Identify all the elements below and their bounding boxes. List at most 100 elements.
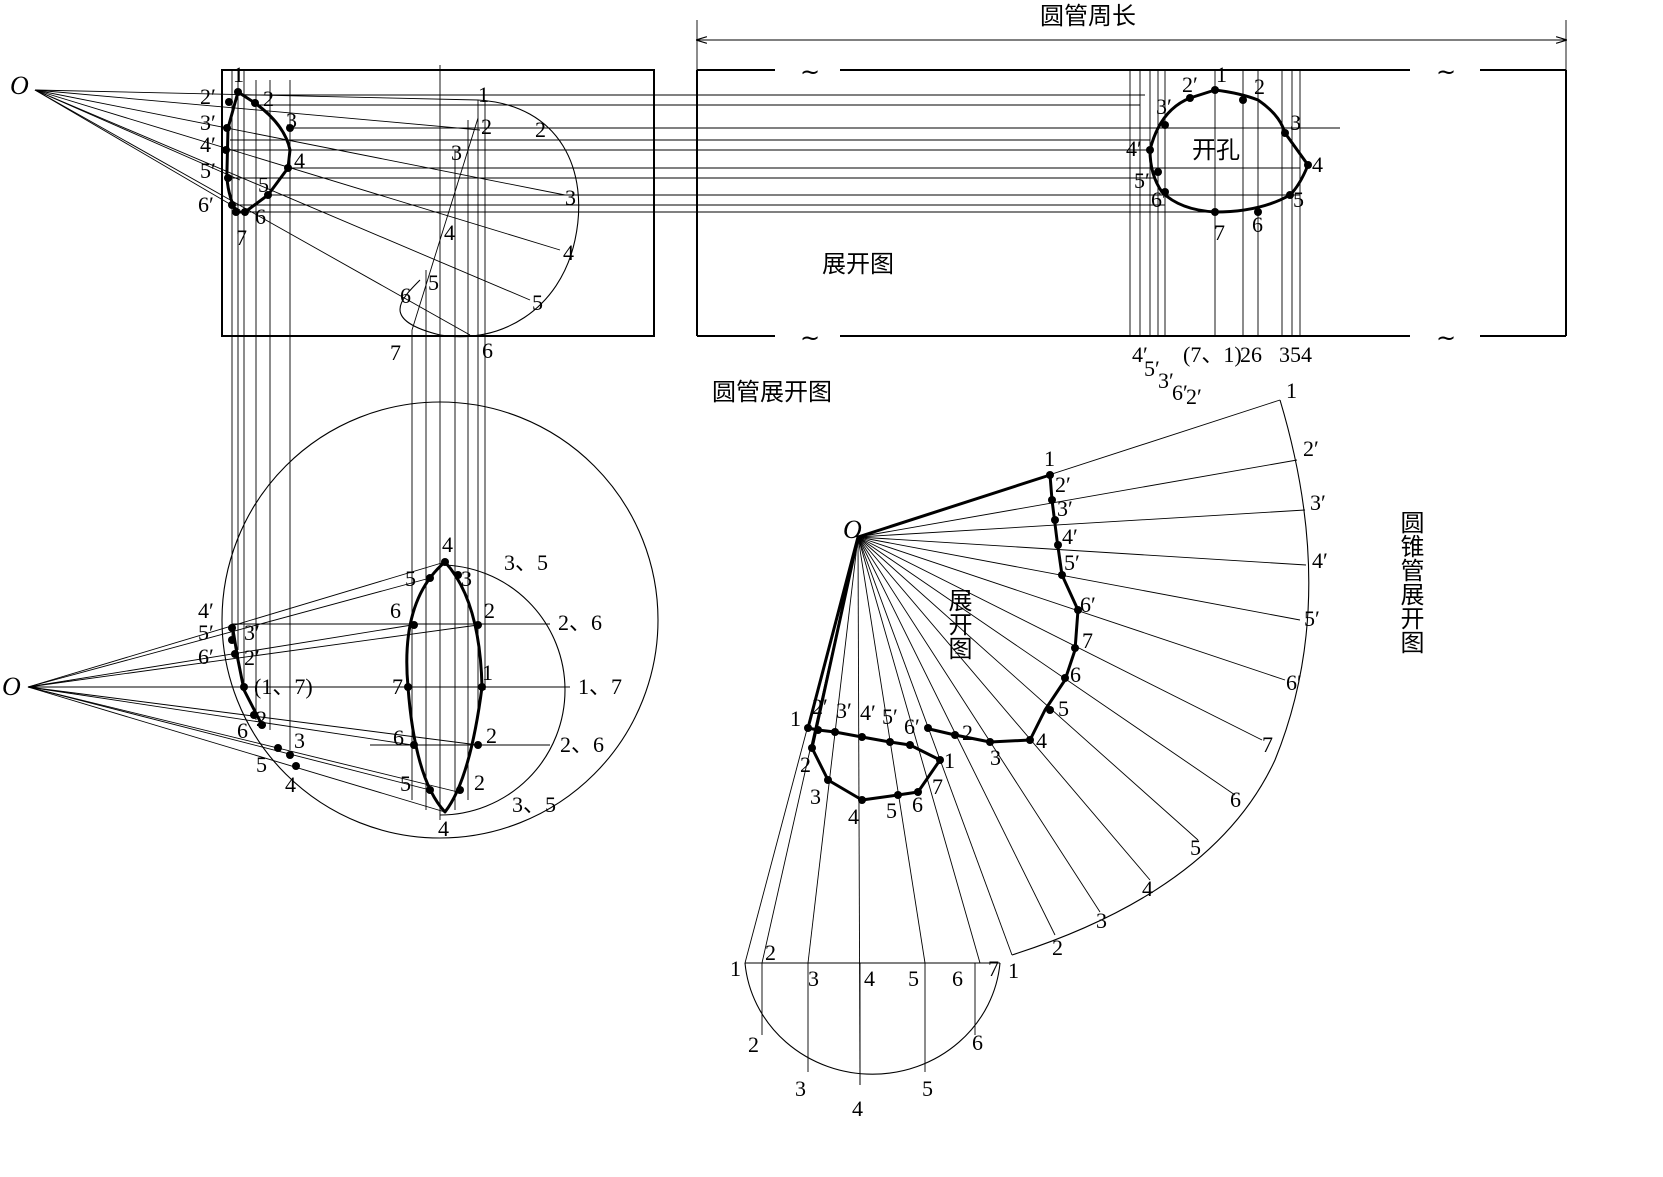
top-left-view: O 1 2′ 2 3′ 3 4′ 4 5′ 5 6′ 6 7 1 2 2 3 3… [10,62,1340,820]
svg-text:1: 1 [1286,378,1297,403]
svg-text:1: 1 [478,82,489,107]
svg-text:4: 4 [563,240,574,265]
svg-text:3′: 3′ [1158,368,1174,393]
svg-text:4′: 4′ [1126,136,1142,161]
svg-text:2′: 2′ [1303,436,1319,461]
svg-text:5: 5 [886,798,897,823]
svg-text:4: 4 [442,532,453,557]
cone-development: O 展开图 圆锥管展开图 1 2′ 3′ 4′ 5′ 6′ 7 6 5 4 3 … [730,378,1424,1121]
svg-text:1: 1 [1044,446,1055,471]
break-mark: ~ [1436,324,1456,352]
curve-points-top [222,88,294,216]
svg-text:1: 1 [944,748,955,773]
side-view: O 4 5 3 3、5 6 2 2、6 7 1 1、7 6 2 2、6 5 2 … [2,401,659,841]
oblique-line [411,117,479,331]
projection-lines-vertical [231,65,486,820]
svg-text:3、5: 3、5 [504,550,548,575]
svg-text:2、6: 2、6 [558,610,602,635]
svg-text:2: 2 [962,720,973,745]
pipe-circumference-caption: 圆管周长 [1040,2,1136,30]
svg-text:4: 4 [438,816,449,841]
svg-text:1: 1 [730,956,741,981]
svg-text:5: 5 [1293,187,1304,212]
outer-circle [221,401,659,839]
svg-text:6: 6 [1252,212,1263,237]
intersection-lens [405,560,484,814]
svg-text:2′: 2′ [812,694,828,719]
svg-text:4′: 4′ [200,132,216,157]
svg-text:1: 1 [482,660,493,685]
svg-text:1: 1 [1216,62,1227,87]
svg-text:2′: 2′ [244,645,260,670]
svg-text:3: 3 [451,140,462,165]
svg-text:5: 5 [908,966,919,991]
unfold-caption: 展开图 [822,250,894,278]
svg-text:2: 2 [474,770,485,795]
pipe-section-arc [399,99,580,338]
svg-text:6: 6 [482,338,493,363]
svg-text:6′: 6′ [904,714,920,739]
svg-text:6′: 6′ [198,644,214,669]
svg-text:2: 2 [800,752,811,777]
svg-text:2: 2 [486,723,497,748]
hole-caption: 开孔 [1192,136,1240,164]
base-verticals [761,963,976,1085]
cone-fan-rays [744,399,1307,1086]
svg-text:7: 7 [390,340,401,365]
hole-points [1146,86,1312,216]
svg-text:5′: 5′ [1304,606,1320,631]
svg-text:3: 3 [294,728,305,753]
svg-text:6: 6 [912,792,923,817]
svg-text:(7、1): (7、1) [1183,342,1242,367]
svg-text:6: 6 [1230,787,1241,812]
svg-text:7: 7 [932,774,943,799]
svg-text:6: 6 [400,283,411,308]
svg-text:2′: 2′ [1055,472,1071,497]
svg-text:1、7: 1、7 [578,674,622,699]
svg-text:2: 2 [765,940,776,965]
svg-text:5: 5 [428,270,439,295]
svg-text:3′: 3′ [200,110,216,135]
svg-text:4: 4 [848,804,859,829]
svg-text:7: 7 [392,674,403,699]
svg-text:6′: 6′ [1080,592,1096,617]
inner-arc [439,564,566,816]
svg-text:7: 7 [988,956,999,981]
svg-text:7: 7 [1082,628,1093,653]
svg-text:5′: 5′ [198,620,214,645]
svg-text:3′: 3′ [1057,496,1073,521]
cone-rays-top [34,89,566,336]
svg-text:3: 3 [990,745,1001,770]
svg-text:3: 3 [286,108,297,133]
labels-side-view: 4 5 3 3、5 6 2 2、6 7 1 1、7 6 2 2、6 5 2 3、… [198,532,622,841]
svg-text:2: 2 [748,1032,759,1057]
svg-text:4: 4 [864,966,875,991]
pipe-development: 圆管周长 ~ ~ ~ ~ 开孔 [697,2,1566,409]
svg-text:5: 5 [400,771,411,796]
labels-cone-outer: 1 2′ 3′ 4′ 5′ 6′ 7 6 5 4 3 2 1 [1008,378,1328,983]
svg-text:6: 6 [952,966,963,991]
side-view-points [228,558,486,794]
svg-text:5: 5 [256,752,267,777]
svg-text:5: 5 [405,566,416,591]
apex-label-cone: O [843,515,862,544]
cone-rays-side [27,561,479,813]
apex-label-top: O [10,71,29,100]
apex-label-side: O [2,672,21,701]
svg-text:6: 6 [1070,662,1081,687]
break-mark: ~ [1436,58,1456,86]
labels-cone-inner: 1 2′ 3′ 4′ 5′ 6′ 7 6 5 4 3 2 1 1 2′ 3′ 4… [790,446,1096,829]
svg-text:7: 7 [1214,220,1225,245]
svg-text:2: 2 [256,706,267,731]
svg-text:3′: 3′ [244,620,260,645]
svg-text:5′: 5′ [1064,550,1080,575]
cone-dev-points [804,471,1082,804]
svg-text:5: 5 [1058,696,1069,721]
svg-text:5: 5 [922,1076,933,1101]
break-mark: ~ [800,324,820,352]
svg-text:6: 6 [237,718,248,743]
cone-base-opening [806,535,942,802]
svg-text:5: 5 [258,172,269,197]
